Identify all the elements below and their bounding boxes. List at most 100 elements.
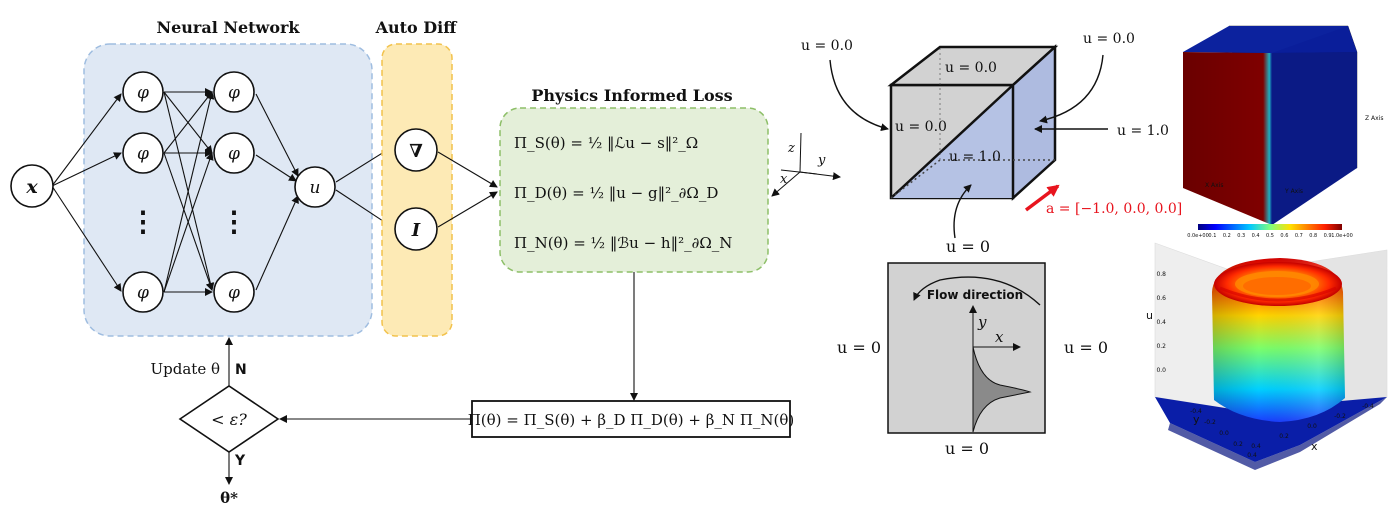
surface-z-tick: 0.0 [1156, 367, 1166, 374]
cube-right-label: u = 1.0 [1117, 123, 1169, 139]
cube-velocity-label: a = [−1.0, 0.0, 0.0] [1046, 201, 1182, 217]
surface-y-tick: -0.4 [1190, 408, 1202, 415]
hidden-node-label: φ [228, 144, 240, 164]
cube-inner-label: u = 1.0 [949, 149, 1001, 165]
surface-z-tick: 0.6 [1156, 295, 1166, 302]
flow-x-axis-label: x [995, 328, 1004, 346]
decision-no-label: N [235, 362, 247, 378]
axis-glyph-y: y [817, 153, 826, 168]
surface-x-tick: 0.4 [1251, 443, 1261, 450]
decision-label: < ε? [211, 410, 247, 429]
surface-y-axis-label: y [1193, 413, 1200, 426]
flow-box-diagram: Flow direction y x u = 0 u = 0 u = 0 [837, 262, 1108, 458]
flow-y-axis-label: y [977, 313, 987, 331]
surface-y-tick: 0.0 [1219, 430, 1229, 437]
hidden-node-label: φ [137, 83, 149, 103]
colorbar-tick: 0.9 [1324, 233, 1332, 239]
cube-right-outer-label: u = 0.0 [1083, 31, 1135, 47]
loss-panel [499, 107, 769, 273]
loss-group: Physics Informed Loss Π_S(θ) = ½ ‖ℒu − s… [279, 86, 795, 438]
network-title: Neural Network [156, 18, 300, 37]
surface-y-tick: -0.2 [1204, 419, 1216, 426]
surface-x-axis-label: x [1311, 440, 1318, 453]
input-node [10, 164, 54, 208]
cube-diagram: u = 0.0 u = 0.0 u = 1.0 u = 0.0 u = 0.0 … [801, 31, 1182, 256]
autodiff-group: Auto Diff ∇ I [375, 18, 498, 337]
colorbar-tick: 0.1 [1208, 233, 1216, 239]
surface-y-tick: 0.2 [1233, 441, 1243, 448]
heat-cube-left-face [1183, 52, 1272, 225]
colorbar-tick: 0.0e+00 [1187, 233, 1209, 239]
colorbar-tick: 0.5 [1266, 233, 1274, 239]
identity-node-label: I [411, 220, 421, 241]
hidden-node-l2-3 [213, 271, 255, 313]
axes-glyph: z y x [771, 132, 841, 197]
surface-z-axis-label: u [1146, 309, 1153, 322]
surface-floor [1155, 397, 1387, 462]
surface-z-tick: 0.8 [1156, 271, 1166, 278]
network-connections [51, 88, 393, 296]
hidden-node-label: φ [137, 283, 149, 303]
surface-y-tick: 0.4 [1247, 452, 1257, 459]
loss-equation-s: Π_S(θ) = ½ ‖ℒu − s‖²_Ω [514, 134, 698, 152]
surface-x-ticks: 0.40.20.0-0.2-0.4 [1251, 403, 1374, 450]
loss-equation-d: Π_D(θ) = ½ ‖u − g‖²_∂Ω_D [514, 184, 718, 202]
cube-left-outer-label: u = 0.0 [801, 38, 853, 54]
hidden-node-l2-2 [213, 132, 255, 174]
colorbar-tick: 0.3 [1237, 233, 1245, 239]
cube-bottom-label: u = 0 [946, 237, 990, 256]
decision-diamond [178, 385, 280, 453]
gradient-node-label: ∇ [409, 141, 423, 162]
colorbar-tick: 1.0e+00 [1331, 233, 1353, 239]
neural-network-group: Neural Network x [10, 18, 393, 337]
flow-right-label: u = 0 [1064, 338, 1108, 357]
flow-profile [972, 346, 1032, 433]
flow-direction-title: Flow direction [927, 288, 1023, 302]
hidden-node-l1-2 [122, 132, 164, 174]
cube-top-label: u = 0.0 [945, 60, 997, 76]
loss-equation-n: Π_N(θ) = ½ ‖ℬu − h‖²_∂Ω_N [514, 234, 732, 252]
colorbar-tick: 0.6 [1280, 233, 1288, 239]
colorbar-tick: 0.8 [1309, 233, 1317, 239]
hidden-node-label: φ [228, 83, 240, 103]
hidden-node-l1-3 [122, 271, 164, 313]
decision-yes-label: Y [234, 453, 246, 469]
decision-group: < ε? N Update θ Y θ* [151, 337, 280, 507]
hidden-ellipsis-l1: ⋮ [129, 205, 157, 238]
gradient-node [394, 128, 438, 172]
update-theta-label: Update θ [151, 360, 221, 378]
axis-glyph-x: x [780, 172, 788, 187]
colorbar-tick: 0.4 [1252, 233, 1260, 239]
axis-glyph-z: z [787, 141, 795, 156]
hidden-node-label: φ [228, 283, 240, 303]
network-panel [83, 43, 373, 337]
flow-bottom-label: u = 0 [945, 439, 989, 458]
autodiff-title: Auto Diff [375, 18, 458, 37]
total-loss-equation: Π(θ) = Π_S(θ) + β_D Π_D(θ) + β_N Π_N(θ) [468, 411, 795, 429]
hidden-node-l1-1 [122, 71, 164, 113]
heat-axis-x: X Axis [1205, 182, 1223, 189]
surface-x-tick: 0.0 [1307, 423, 1317, 430]
heat-axis-z: Z Axis [1365, 115, 1383, 122]
heat-axis-y: Y Axis [1284, 188, 1303, 195]
surface-x-tick: -0.4 [1362, 403, 1374, 410]
surface-x-tick: 0.2 [1279, 433, 1289, 440]
flow-left-label: u = 0 [837, 338, 881, 357]
identity-node [394, 207, 438, 251]
surface-z-tick: 0.4 [1156, 319, 1166, 326]
colorbar-tick: 0.7 [1295, 233, 1303, 239]
autodiff-panel [381, 43, 453, 337]
surface-plot: u x y 0.00.20.40.60.8 0.40.20.0-0.2-0.4 … [1146, 242, 1388, 470]
colorbar-tick: 0.2 [1223, 233, 1231, 239]
output-node [294, 166, 336, 208]
loss-title: Physics Informed Loss [531, 86, 732, 105]
optimal-theta-label: θ* [220, 489, 238, 507]
heat-colorbar [1198, 224, 1342, 230]
surface-z-ticks: 0.0 0.2 0.4 0.6 0.8 [1156, 271, 1166, 374]
input-node-label: x [25, 176, 38, 198]
surface-z-tick: 0.2 [1156, 343, 1166, 350]
surface-y-ticks: -0.4-0.20.0 0.2 0.4 [1190, 408, 1257, 459]
